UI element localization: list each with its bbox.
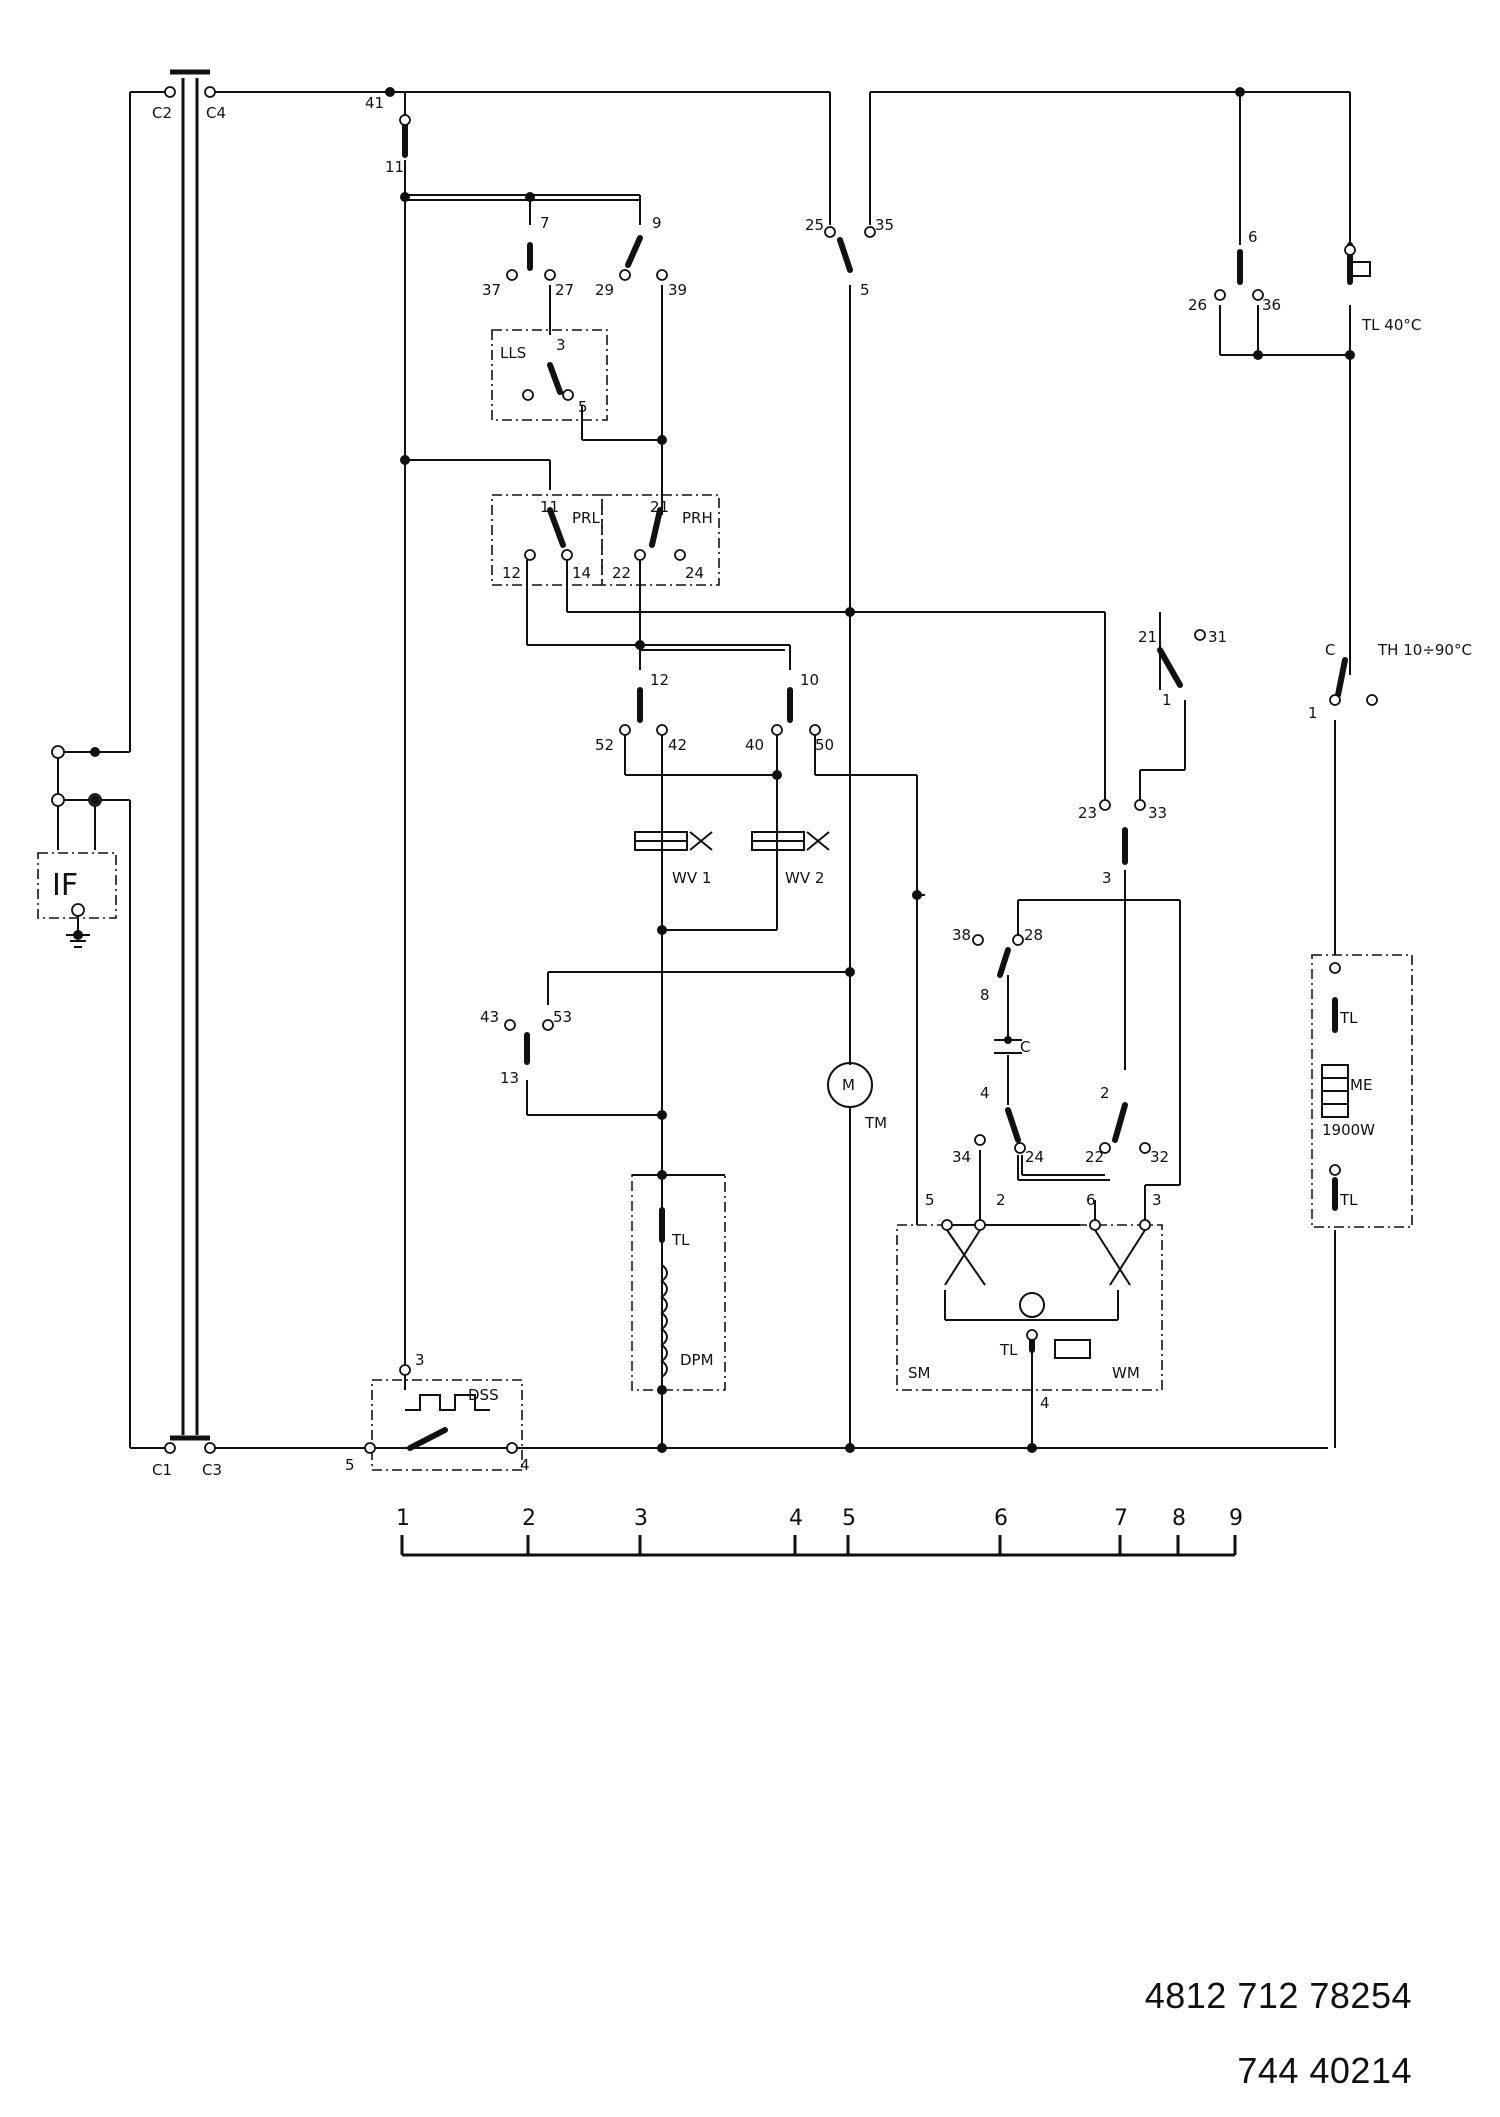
tl-me-bottom-label: TL (1339, 1191, 1358, 1209)
terminal-41: 41 (365, 94, 384, 112)
th-terminal-1: 1 (1308, 704, 1318, 722)
wv1-label: WV 1 (672, 869, 711, 887)
tl-me-top-label: TL (1339, 1009, 1358, 1027)
terminal-34: 34 (952, 1148, 971, 1166)
tl-motor-label: TL (999, 1341, 1018, 1359)
prh-terminal-22: 22 (612, 564, 631, 582)
prh-terminal-21: 21 (650, 498, 669, 516)
me-label: ME (1350, 1076, 1372, 1094)
terminal-31: 31 (1208, 628, 1227, 646)
terminal-5: 5 (860, 281, 870, 299)
prh-label: PRH (682, 509, 713, 527)
prl-label: PRL (572, 509, 600, 527)
motor-terminal-2: 2 (996, 1191, 1006, 1209)
dss-terminal-3: 3 (415, 1351, 425, 1369)
terminal-c1: C1 (152, 1461, 172, 1479)
motor-terminal-6: 6 (1086, 1191, 1096, 1209)
terminal-52: 52 (595, 736, 614, 754)
motor-terminal-3: 3 (1152, 1191, 1162, 1209)
tl-dpm-label: TL (671, 1231, 690, 1249)
capacitor-label: C (1020, 1038, 1030, 1056)
terminal-40: 40 (745, 736, 764, 754)
terminal-39: 39 (668, 281, 687, 299)
wv2-label: WV 2 (785, 869, 824, 887)
service-code: 744 40214 (1237, 2050, 1412, 2091)
terminal-53: 53 (553, 1008, 572, 1026)
dss-terminal-4: 4 (520, 1456, 530, 1474)
terminal-29: 29 (595, 281, 614, 299)
prh-terminal-24: 24 (685, 564, 704, 582)
terminal-35: 35 (875, 216, 894, 234)
prl-terminal-12: 12 (502, 564, 521, 582)
scale-3: 3 (634, 1506, 648, 1531)
lls-terminal-5: 5 (578, 398, 588, 416)
terminal-12: 12 (650, 671, 669, 689)
terminal-25: 25 (805, 216, 824, 234)
scale-1: 1 (396, 1506, 410, 1531)
terminal-2: 2 (1100, 1084, 1110, 1102)
terminal-c2: C2 (152, 104, 172, 122)
sm-label: SM (908, 1364, 930, 1382)
scale-4: 4 (789, 1506, 803, 1531)
terminal-33: 33 (1148, 804, 1167, 822)
lls-terminal-3: 3 (556, 336, 566, 354)
part-number: 4812 712 78254 (1144, 1975, 1412, 2016)
me-power-label: 1900W (1322, 1121, 1375, 1139)
terminal-10: 10 (800, 671, 819, 689)
prl-terminal-11: 11 (540, 498, 559, 516)
tl-40-label: TL 40°C (1361, 316, 1421, 334)
terminal-3: 3 (1102, 869, 1112, 887)
terminal-37: 37 (482, 281, 501, 299)
dss-terminal-5: 5 (345, 1456, 355, 1474)
terminal-1: 1 (1162, 691, 1172, 709)
scale-5: 5 (842, 1506, 856, 1531)
terminal-13: 13 (500, 1069, 519, 1087)
terminal-8: 8 (980, 986, 990, 1004)
scale-8: 8 (1172, 1506, 1186, 1531)
terminal-21: 21 (1138, 628, 1157, 646)
lls-label: LLS (500, 344, 526, 362)
wm-label: WM (1112, 1364, 1140, 1382)
scale-2: 2 (522, 1506, 536, 1531)
terminal-23: 23 (1078, 804, 1097, 822)
terminal-c4: C4 (206, 104, 226, 122)
terminal-32: 32 (1150, 1148, 1169, 1166)
dss-label: DSS (468, 1386, 499, 1404)
terminal-50: 50 (815, 736, 834, 754)
th-terminal-c: C (1325, 641, 1335, 659)
scale-6: 6 (994, 1506, 1008, 1531)
terminal-43: 43 (480, 1008, 499, 1026)
terminal-c3: C3 (202, 1461, 222, 1479)
tm-label: TM (864, 1114, 887, 1132)
terminal-36: 36 (1262, 296, 1281, 314)
terminal-11: 11 (385, 158, 404, 176)
motor-terminal-4: 4 (1040, 1394, 1050, 1412)
terminal-42: 42 (668, 736, 687, 754)
terminal-28: 28 (1024, 926, 1043, 944)
tm-motor-letter: M (842, 1076, 855, 1094)
if-label: IF (52, 868, 78, 903)
terminal-26: 26 (1188, 296, 1207, 314)
scale-7: 7 (1114, 1506, 1128, 1531)
th-label: TH 10÷90°C (1377, 641, 1472, 659)
terminal-9: 9 (652, 214, 662, 232)
terminal-4: 4 (980, 1084, 990, 1102)
terminal-24: 24 (1025, 1148, 1044, 1166)
terminal-27: 27 (555, 281, 574, 299)
dpm-label: DPM (680, 1351, 714, 1369)
motor-terminal-5: 5 (925, 1191, 935, 1209)
prl-terminal-14: 14 (572, 564, 591, 582)
scale-9: 9 (1229, 1506, 1243, 1531)
terminal-22: 22 (1085, 1148, 1104, 1166)
terminal-38: 38 (952, 926, 971, 944)
terminal-7: 7 (540, 214, 550, 232)
terminal-6: 6 (1248, 228, 1258, 246)
